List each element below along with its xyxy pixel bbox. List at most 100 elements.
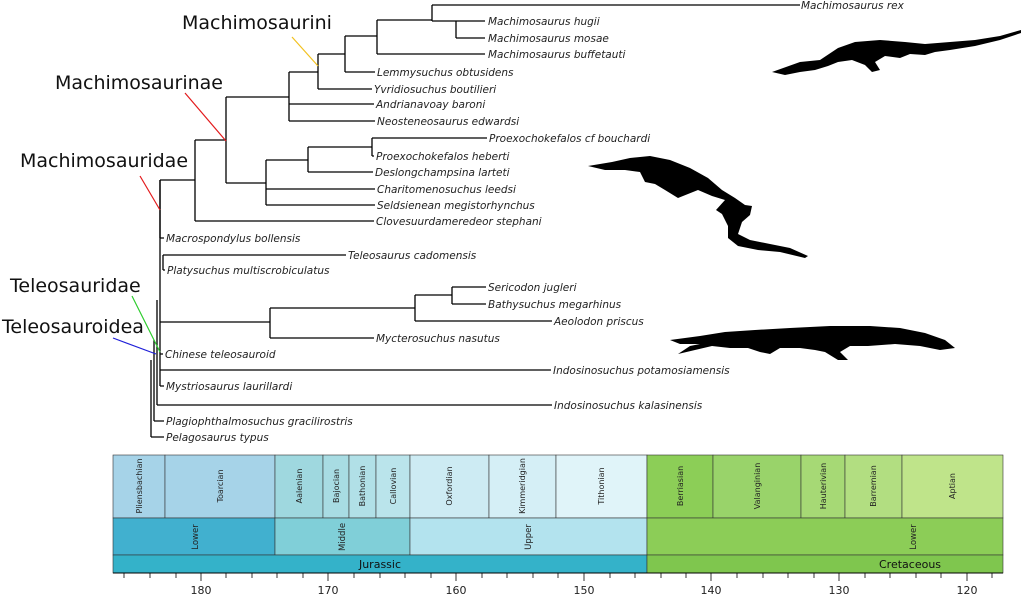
- clade-labels: Machimosaurini Machimosaurinae Machimosa…: [1, 12, 332, 355]
- clade-label-machimosaurinae: Machimosaurinae: [55, 72, 223, 94]
- geologic-timescale: Pliensbachian Toarcian Aalenian Bajocian…: [112, 454, 1004, 597]
- stage-label: Bathonian: [358, 466, 367, 507]
- stage-label: Aalenian: [295, 469, 304, 504]
- stage-box: [488, 454, 557, 519]
- clade-label-machimosaurini: Machimosaurini: [182, 12, 332, 34]
- taxon-label: Lemmysuchus obtusidens: [377, 67, 514, 79]
- axis-tick-labels: 180 170 160 150 140 130 120: [191, 584, 978, 597]
- stage-label: Bajocian: [332, 469, 341, 503]
- stage-box: [844, 454, 903, 519]
- stage-label: Callovian: [389, 468, 398, 505]
- axis-tick-label: 150: [574, 584, 595, 597]
- axis-tick-label: 180: [191, 584, 212, 597]
- taxon-label: Teleosaurus cadomensis: [348, 250, 477, 262]
- crocodylomorph-silhouettes: [588, 30, 1021, 360]
- branch-sericodon-bathysuchus: [451, 286, 486, 305]
- taxon-label: Platysuchus multiscrobiculatus: [167, 265, 330, 277]
- taxon-label: Chinese teleosauroid: [165, 349, 276, 361]
- stage-box: [646, 454, 714, 519]
- taxon-label: Aeolodon priscus: [553, 316, 644, 328]
- stage-box: [409, 454, 490, 519]
- stage-label: Tithonian: [597, 467, 606, 505]
- stage-box: [164, 454, 276, 519]
- axis-ticks: [123, 573, 993, 581]
- taxon-label: Bathysuchus megarhinus: [488, 299, 622, 311]
- machimosaurini-pointer: [291, 36, 319, 67]
- taxon-label: Machimosaurus hugii: [488, 16, 600, 28]
- taxon-label: Deslongchampsina larteti: [375, 167, 510, 179]
- teleosauroidea-pointer: [112, 337, 157, 355]
- branch-machimosaurus-rex: [431, 4, 800, 22]
- stage-label: Hauterivian: [819, 463, 828, 510]
- branch-clovesuurdameredeor: [194, 139, 374, 222]
- axis-tick-label: 170: [318, 584, 339, 597]
- stage-label: Oxfordian: [445, 466, 454, 505]
- taxon-labels: Machimosaurus rex Machimosaurus hugii Ma…: [165, 0, 905, 444]
- axis-tick-label: 130: [829, 584, 850, 597]
- branch-plagiophthalmosuchus: [153, 340, 164, 422]
- taxon-label: Andrianavoay baroni: [375, 99, 485, 111]
- branch-indosinosuchus-kalasinensis: [156, 300, 552, 406]
- teleosaur-silhouette-3: [670, 326, 955, 360]
- stage-label: Berriasian: [676, 466, 685, 506]
- taxon-label: Macrospondylus bollensis: [166, 233, 301, 245]
- stage-box: [112, 454, 166, 519]
- stage-label: Pliensbachian: [135, 458, 144, 513]
- series-label: Lower: [191, 524, 201, 550]
- taxon-label: Machimosaurus mosae: [488, 33, 609, 45]
- branch-lemmysuchus: [344, 35, 377, 73]
- stage-box: [712, 454, 802, 519]
- series-label: Lower: [909, 524, 919, 550]
- stage-labels: Pliensbachian Toarcian Aalenian Bajocian…: [135, 458, 957, 514]
- branch-teleosaurus-platysuchus: [162, 254, 346, 271]
- branch-deslongchampsina: [307, 146, 373, 173]
- taxon-label: Seldsienean megistorhynchus: [377, 200, 535, 212]
- taxon-label: Proexochokefalos heberti: [376, 151, 510, 163]
- taxon-label: Neosteneosaurus edwardsi: [377, 116, 519, 128]
- branch-buffetauti: [376, 19, 485, 55]
- branch-mycterosuchus: [269, 307, 415, 339]
- axis-tick-label: 140: [701, 584, 722, 597]
- series-box: [646, 517, 1004, 556]
- axis-tick-label: 160: [446, 584, 467, 597]
- taxon-label: Clovesuurdameredeor stephani: [376, 216, 542, 228]
- clade-label-teleosauridae: Teleosauridae: [9, 275, 141, 297]
- series-labels: Lower Middle Upper Lower: [191, 523, 919, 551]
- period-label-jurassic: Jurassic: [358, 558, 401, 571]
- taxon-label: Machimosaurus rex: [801, 0, 905, 12]
- stage-label: Toarcian: [216, 469, 225, 503]
- taxon-label: Plagiophthalmosuchus gracilirostris: [166, 416, 353, 428]
- teleosauridae-pointer: [131, 295, 161, 353]
- taxon-label: Charitomenosuchus leedsi: [377, 184, 516, 196]
- series-label: Upper: [524, 524, 534, 550]
- stage-row: [112, 454, 1004, 519]
- stage-box: [274, 454, 324, 519]
- series-label: Middle: [338, 523, 348, 551]
- phylogenetic-tree: [150, 4, 800, 438]
- machimosauridae-pointer: [139, 175, 161, 211]
- branch-hugii-mosae: [455, 20, 485, 39]
- branch-andrianavoay-neosteneosaurus: [288, 71, 375, 122]
- period-label-cretaceous: Cretaceous: [879, 558, 941, 571]
- branch-pelagosaurus: [150, 360, 164, 438]
- stage-box: [375, 454, 411, 519]
- period-row: [112, 554, 1004, 574]
- taxon-label: Proexochokefalos cf bouchardi: [489, 133, 650, 145]
- taxon-label: Mystriosaurus laurillardi: [166, 381, 292, 393]
- series-box: [409, 517, 648, 556]
- taxon-label: Indosinosuchus kalasinensis: [554, 400, 703, 412]
- taxon-label: Sericodon jugleri: [488, 282, 577, 294]
- axis-tick-label: 120: [957, 584, 978, 597]
- taxon-label: Yvridiosuchus boutilieri: [374, 84, 496, 96]
- teleosaur-silhouette-2: [588, 156, 808, 258]
- stage-label: Valanginian: [753, 463, 762, 510]
- stage-label: Barremian: [869, 465, 878, 507]
- taxon-label: Indosinosuchus potamosiamensis: [553, 365, 730, 377]
- taxon-label: Mycterosuchus nasutus: [376, 333, 500, 345]
- stage-label: Kimmeridgian: [518, 458, 527, 514]
- clade-label-teleosauroidea: Teleosauroidea: [1, 316, 144, 338]
- series-box: [112, 517, 276, 556]
- clade-label-machimosauridae: Machimosauridae: [20, 150, 188, 172]
- branch-charitomenosuchus-seldsienean: [265, 159, 375, 206]
